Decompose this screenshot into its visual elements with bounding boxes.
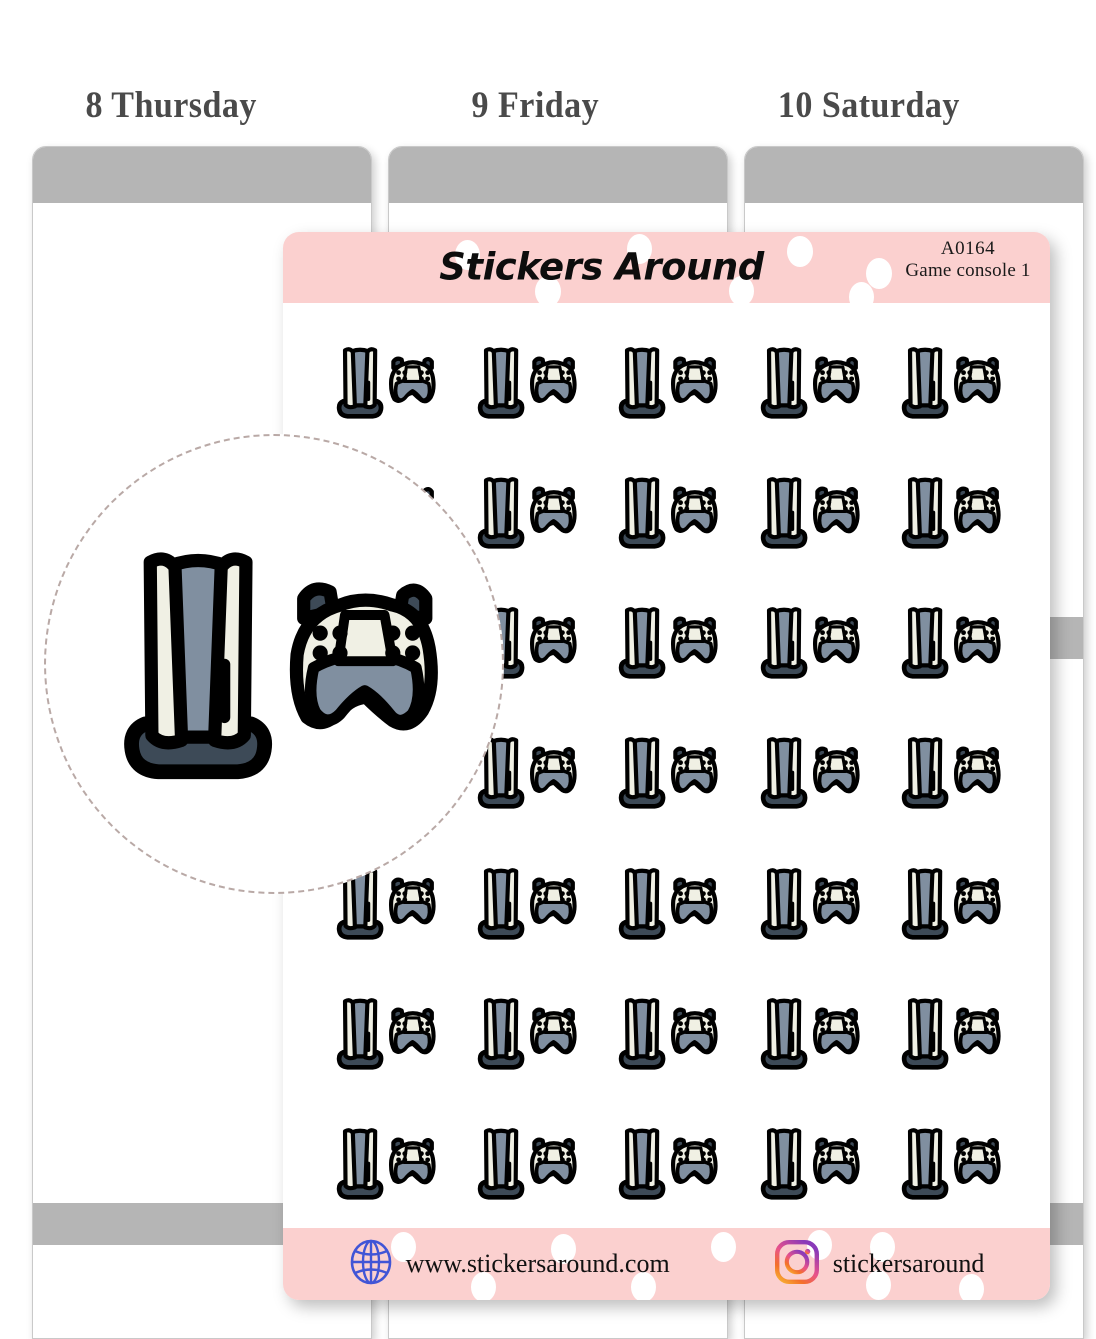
game-console-sticker[interactable] bbox=[879, 1099, 1020, 1229]
globe-icon bbox=[349, 1238, 393, 1291]
instagram-icon bbox=[774, 1239, 820, 1290]
day-label-thursday: 8 Thursday bbox=[85, 85, 257, 126]
confetti-dot bbox=[471, 1272, 496, 1300]
game-console-sticker[interactable] bbox=[313, 317, 454, 447]
game-console-sticker[interactable] bbox=[596, 1099, 737, 1229]
planner-tab-header bbox=[33, 147, 371, 203]
planner-tab-header bbox=[745, 147, 1083, 203]
confetti-dot bbox=[551, 1234, 576, 1264]
game-console-sticker[interactable] bbox=[737, 1099, 878, 1229]
sheet-code-block: A0164 Game console 1 bbox=[898, 238, 1038, 282]
game-console-sticker[interactable] bbox=[313, 968, 454, 1098]
instagram-link[interactable]: stickersaround bbox=[774, 1239, 985, 1290]
confetti-dot bbox=[787, 236, 813, 267]
game-console-sticker[interactable] bbox=[737, 578, 878, 708]
confetti-dot bbox=[729, 276, 754, 303]
confetti-dot bbox=[866, 1270, 891, 1300]
game-console-sticker[interactable] bbox=[737, 447, 878, 577]
game-console-sticker[interactable] bbox=[454, 317, 595, 447]
game-console-sticker[interactable] bbox=[313, 1099, 454, 1229]
day-label-friday: 9 Friday bbox=[471, 85, 600, 126]
game-console-sticker[interactable] bbox=[879, 447, 1020, 577]
game-console-sticker[interactable] bbox=[737, 317, 878, 447]
game-console-sticker[interactable] bbox=[737, 708, 878, 838]
magnifier-circle bbox=[44, 434, 504, 894]
game-console-sticker[interactable] bbox=[454, 1099, 595, 1229]
confetti-dot bbox=[866, 258, 892, 289]
game-console-sticker[interactable] bbox=[596, 838, 737, 968]
game-console-sticker[interactable] bbox=[879, 317, 1020, 447]
game-console-sticker[interactable] bbox=[737, 968, 878, 1098]
game-console-sticker[interactable] bbox=[737, 838, 878, 968]
confetti-dot bbox=[711, 1232, 736, 1262]
confetti-dot bbox=[455, 240, 480, 270]
game-console-sticker[interactable] bbox=[454, 838, 595, 968]
confetti-dot bbox=[849, 282, 874, 303]
game-console-sticker[interactable] bbox=[454, 447, 595, 577]
game-console-sticker[interactable] bbox=[596, 708, 737, 838]
confetti-dot bbox=[870, 1232, 895, 1262]
sticker-sheet[interactable]: Stickers Around A0164 Game console 1 bbox=[283, 232, 1050, 1300]
planner-tab-header bbox=[389, 147, 727, 203]
instagram-text: stickersaround bbox=[832, 1249, 985, 1278]
game-console-sticker[interactable] bbox=[596, 968, 737, 1098]
game-console-sticker[interactable] bbox=[596, 317, 737, 447]
confetti-dot bbox=[391, 1232, 416, 1262]
sheet-description: Game console 1 bbox=[905, 259, 1031, 281]
sheet-footer: www.stickersaround.com bbox=[283, 1228, 1050, 1300]
confetti-dot bbox=[535, 276, 561, 303]
game-console-sticker[interactable] bbox=[879, 968, 1020, 1098]
day-label-saturday: 10 Saturday bbox=[777, 85, 960, 126]
confetti-dot bbox=[627, 234, 652, 264]
website-text: www.stickersaround.com bbox=[405, 1249, 670, 1278]
sheet-header: Stickers Around A0164 Game console 1 bbox=[283, 232, 1050, 303]
game-console-sticker[interactable] bbox=[596, 578, 737, 708]
brand-title: Stickers Around bbox=[439, 245, 764, 289]
game-console-sticker[interactable] bbox=[879, 838, 1020, 968]
confetti-dot bbox=[959, 1274, 984, 1300]
confetti-dot bbox=[631, 1272, 656, 1300]
game-console-sticker[interactable] bbox=[879, 708, 1020, 838]
sheet-code: A0164 bbox=[940, 238, 996, 259]
game-console-sticker[interactable] bbox=[879, 578, 1020, 708]
game-console-sticker[interactable] bbox=[596, 447, 737, 577]
zoomed-game-console-sticker bbox=[109, 539, 439, 790]
game-console-sticker[interactable] bbox=[454, 708, 595, 838]
game-console-sticker[interactable] bbox=[454, 968, 595, 1098]
website-link[interactable]: www.stickersaround.com bbox=[349, 1238, 670, 1291]
